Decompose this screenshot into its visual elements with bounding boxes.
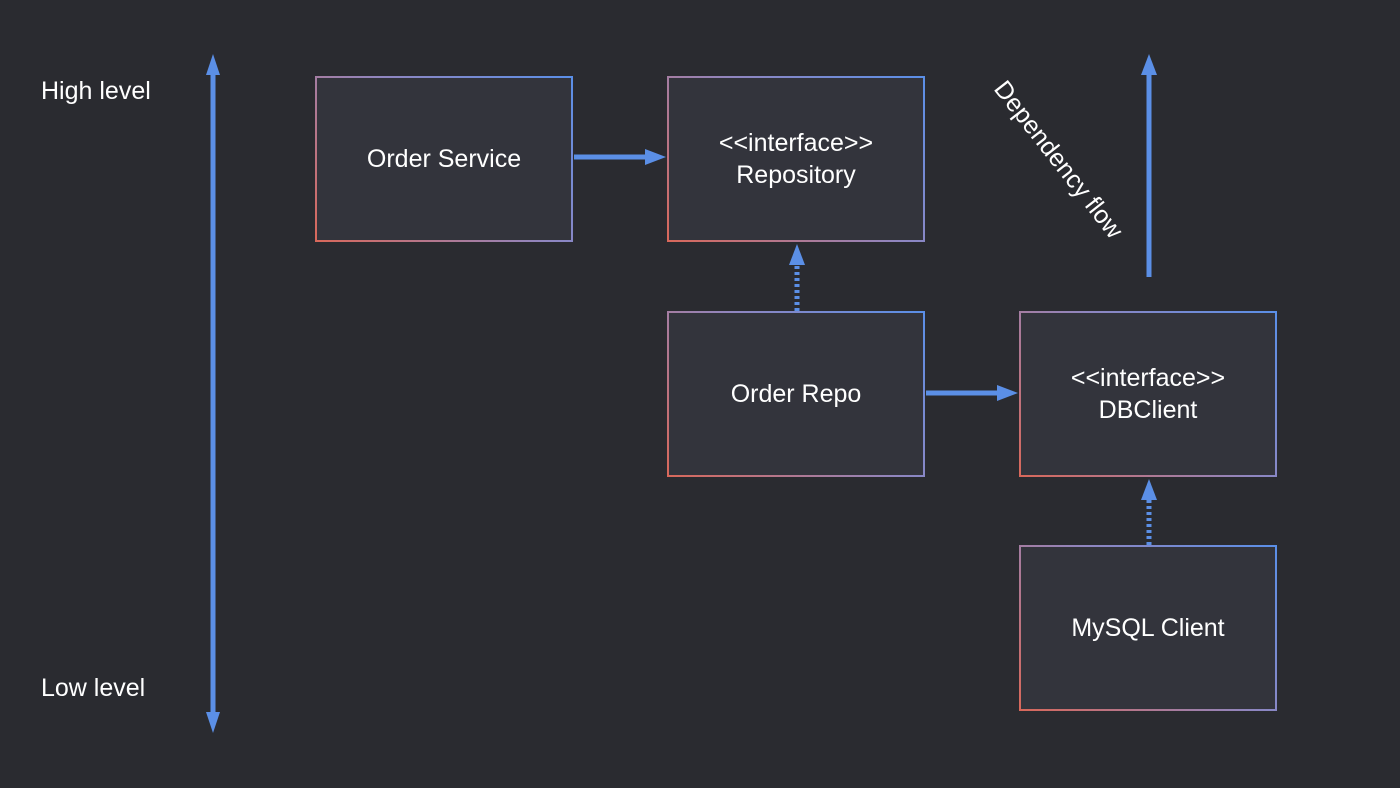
dependency-flow-arrow bbox=[1141, 54, 1157, 277]
level-axis-arrow bbox=[206, 54, 220, 733]
dbclient-stereotype-label: <<interface>> bbox=[1070, 364, 1226, 392]
order-repo-label: Order Repo bbox=[730, 380, 862, 408]
mysql-client-label: MySQL Client bbox=[1071, 614, 1225, 642]
repository-interface-box: <<interface>> Repository bbox=[667, 76, 925, 242]
order-service-to-repository-arrow bbox=[574, 149, 666, 165]
order-repo-to-dbclient-arrow bbox=[926, 385, 1018, 401]
dbclient-name-label: DBClient bbox=[1098, 396, 1198, 424]
mysql-client-implements-dbclient-arrow bbox=[1141, 479, 1157, 545]
repository-stereotype-label: <<interface>> bbox=[718, 129, 874, 157]
low-level-label: Low level bbox=[41, 674, 146, 702]
dbclient-interface-box: <<interface>> DBClient bbox=[1019, 311, 1277, 477]
order-service-label: Order Service bbox=[366, 145, 522, 173]
order-repo-implements-repository-arrow bbox=[789, 244, 805, 311]
repository-name-label: Repository bbox=[736, 161, 856, 189]
high-level-label: High level bbox=[41, 77, 151, 105]
order-service-box: Order Service bbox=[315, 76, 573, 242]
mysql-client-box: MySQL Client bbox=[1019, 545, 1277, 711]
order-repo-box: Order Repo bbox=[667, 311, 925, 477]
